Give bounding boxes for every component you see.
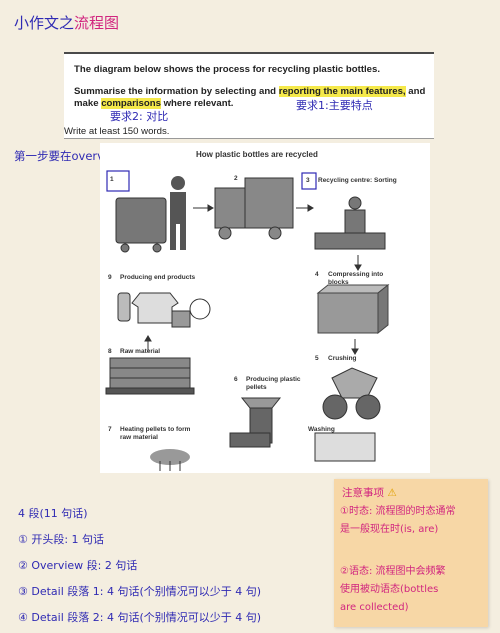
- blocks-illustration: [316, 283, 390, 335]
- heat-arrows: [159, 461, 181, 471]
- title-main: 小作文之: [14, 14, 75, 32]
- title-accent: 流程图: [74, 14, 120, 32]
- step-2-number: 2: [234, 175, 238, 182]
- pellet-machine-illustration: [229, 397, 282, 448]
- step-1-number: 1: [110, 176, 114, 183]
- recycling-diagram: How plastic bottles are recycled: [100, 143, 430, 473]
- note-2-line-1: ②语态: 流程图中会频繁: [340, 566, 446, 577]
- step-9-label: Producing end products: [120, 274, 196, 281]
- note-1-line-2: 是一般现在时(is, are): [340, 524, 439, 535]
- highlight-comparisons: comparisons: [101, 98, 161, 109]
- warning-icon: ⚠: [387, 487, 397, 499]
- person-illustration: [170, 176, 186, 250]
- annotation-requirement-1: 要求1:主要特点: [296, 99, 373, 112]
- step-5-number: 5: [315, 355, 319, 362]
- page-title: 小作文之流程图: [14, 12, 119, 33]
- task-line-1: The diagram below shows the process for …: [74, 64, 381, 75]
- truck-illustration: [214, 177, 294, 240]
- diagram-title: How plastic bottles are recycled: [196, 150, 318, 159]
- step-5-label: Crushing: [328, 355, 357, 362]
- summary-line-1: 4 段(11 句话): [18, 507, 88, 520]
- task-line-3: make comparisons where relevant.: [74, 98, 233, 109]
- step-7-label: Heating pellets to form raw material: [120, 426, 191, 441]
- crushing-illustration: [314, 367, 381, 462]
- sorting-illustration: [314, 196, 386, 250]
- arrow-1-2: [193, 204, 214, 212]
- task-line-3b: where relevant.: [160, 98, 234, 109]
- arrow-2-3: [296, 204, 314, 212]
- notes-title-text: 注意事项: [342, 487, 384, 499]
- raw-material-illustration: [105, 357, 195, 395]
- note-1-line-1: ①时态: 流程图的时态通常: [340, 506, 456, 517]
- summary-line-5: ④ Detail 段落 2: 4 句话(个别情况可以少于 4 句): [18, 611, 262, 624]
- arrow-3-4: [354, 255, 362, 271]
- task-line-3a: make: [74, 98, 102, 109]
- summary-line-4: ③ Detail 段落 1: 4 句话(个别情况可以少于 4 句): [18, 585, 262, 598]
- task-line-2: Summarise the information by selecting a…: [74, 86, 425, 97]
- task-line-4: Write at least 150 words.: [64, 126, 170, 137]
- end-products-illustration: [117, 292, 211, 328]
- step-6-number: 6: [234, 376, 238, 383]
- step-8-label: Raw material: [120, 348, 161, 355]
- step-3-label: Recycling centre: Sorting: [318, 177, 397, 184]
- notes-sticky: 注意事项 ⚠ ①时态: 流程图的时态通常 是一般现在时(is, are) ②语态…: [334, 479, 488, 627]
- step-8-number: 8: [108, 348, 112, 355]
- task-line-2a: Summarise the information by selecting a…: [74, 86, 279, 97]
- arrow-8-9: [144, 335, 152, 351]
- notes-title: 注意事项 ⚠: [342, 485, 397, 500]
- arrow-4-5: [351, 339, 359, 355]
- task-card: The diagram below shows the process for …: [64, 52, 434, 139]
- step-7-number: 7: [108, 426, 112, 433]
- step-9-number: 9: [108, 274, 112, 281]
- task-line-2b: and: [405, 86, 426, 97]
- step-4-label: Compressing into blocks: [328, 271, 384, 286]
- diagram-drawing: [105, 170, 390, 471]
- bin-illustration: [115, 197, 167, 253]
- note-2-line-3: are collected): [340, 602, 409, 613]
- summary-line-3: ② Overview 段: 2 句话: [18, 559, 138, 572]
- highlight-main-features: reporting the main features,: [278, 86, 406, 97]
- annotation-requirement-2: 要求2: 对比: [110, 110, 169, 123]
- step-6-label: Producing plastic pellets: [246, 376, 301, 391]
- note-2-line-2: 使用被动语态(bottles: [340, 584, 439, 595]
- step-4-number: 4: [315, 271, 319, 278]
- step-3-number: 3: [306, 177, 310, 184]
- summary-line-2: ① 开头段: 1 句话: [18, 533, 105, 546]
- step-3-box-highlight: [301, 172, 317, 190]
- step-1-box-highlight: [106, 170, 130, 192]
- washing-label: Washing: [308, 426, 335, 433]
